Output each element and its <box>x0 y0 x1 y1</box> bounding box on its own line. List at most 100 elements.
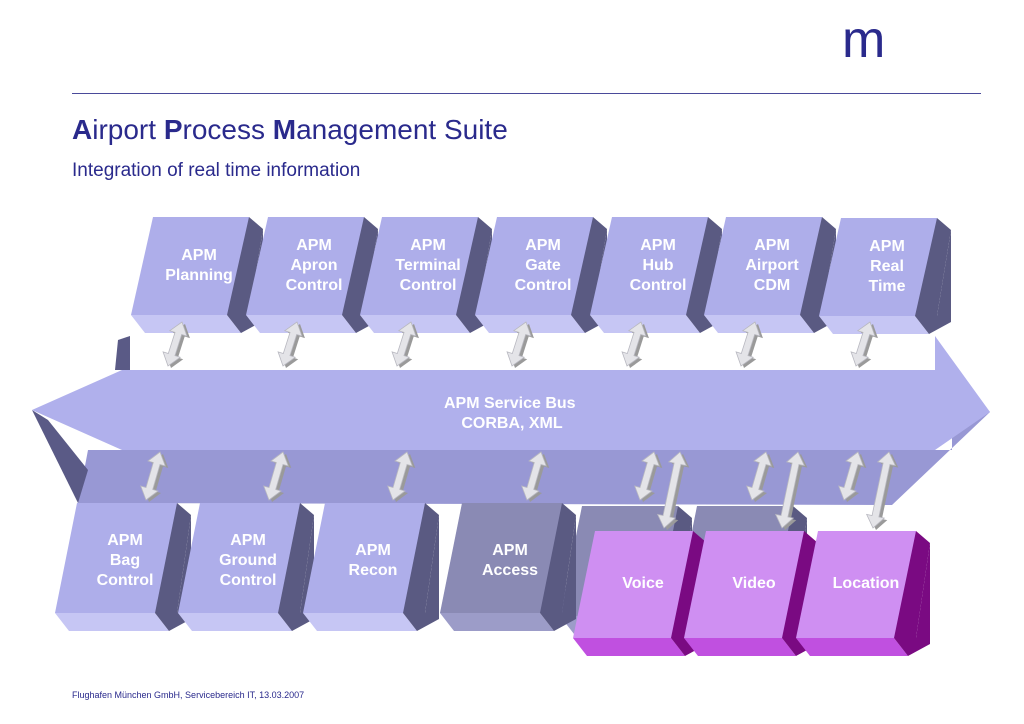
bottom-module-1-bottom-face <box>55 613 169 631</box>
top-module-1-bottom-face <box>131 315 241 333</box>
media-connector-arrow-3-body <box>865 451 897 529</box>
bottom-connector-arrow-7 <box>838 451 867 502</box>
title-initial-a: A <box>72 114 93 145</box>
media-connector-arrow-2 <box>774 451 808 530</box>
top-module-2-label-line-3: Control <box>286 277 343 294</box>
bottom-module-4-label-line-2: Access <box>482 562 538 579</box>
top-module-3-label-line-2: Terminal <box>395 257 461 274</box>
bottom-connector-arrow-5 <box>634 451 663 502</box>
top-module-3-label-line-1: APM <box>410 237 446 254</box>
bus-front-face <box>32 336 990 450</box>
bottom-module-3-label-line-1: APM <box>355 542 391 559</box>
top-module-6-label-line-3: CDM <box>754 277 790 294</box>
media-connector-arrow-3 <box>865 451 899 530</box>
footer-text: Flughafen München GmbH, Servicebereich I… <box>72 690 305 700</box>
media-module-1-label-line-1: Voice <box>622 575 664 592</box>
top-module-2-label-line-1: APM <box>296 237 332 254</box>
bottom-module-2-label-line-1: APM <box>230 532 266 549</box>
bottom-module-3-label: APM Recon <box>349 542 398 579</box>
title-initial-m: M <box>272 114 297 145</box>
bottom-connector-arrow-4 <box>521 451 550 502</box>
bottom-module-2-front-face <box>178 503 300 613</box>
top-module-7-edge-face <box>915 230 951 334</box>
top-module-2-front-face <box>246 217 364 315</box>
bottom-module-3-edge-face <box>403 515 439 631</box>
top-connector-arrow-7 <box>850 321 878 368</box>
media-module-1-label: Voice <box>622 575 664 592</box>
bottom-module-2-label-line-3: Control <box>220 572 277 589</box>
top-module-7-label-line-3: Time <box>868 278 905 295</box>
bus-left-dark-face <box>32 410 88 503</box>
bottom-module-3: APM Recon <box>303 503 439 631</box>
media-module-1: Voice <box>573 531 707 656</box>
top-module-2-bottom-face <box>246 315 356 333</box>
bottom-connector-arrow-7-body <box>838 451 864 501</box>
bottom-module-1-front-face <box>55 503 177 613</box>
bottom-connector-arrow-6 <box>746 451 775 502</box>
top-module-3-bottom-face <box>360 315 470 333</box>
media-module-3-label-line-1: Location <box>833 575 900 592</box>
top-connector-arrow-4-body <box>506 321 532 367</box>
bottom-module-4-bottom-face <box>440 613 554 631</box>
top-connector-arrow-3-body <box>391 321 417 367</box>
top-module-6-label-line-1: APM <box>754 237 790 254</box>
bus-label: APM Service Bus CORBA, XML <box>444 395 580 432</box>
top-module-4-bottom-face <box>475 315 585 333</box>
bottom-connector-arrow-5-body <box>634 451 660 501</box>
top-connector-arrow-2-body <box>277 321 303 367</box>
top-module-1-label-line-2: Planning <box>165 267 233 284</box>
top-module-5-label-line-1: APM <box>640 237 676 254</box>
top-connector-arrow-1-body <box>162 321 188 367</box>
top-module-6-label-line-2: Airport <box>745 257 799 274</box>
title-initial-p: P <box>163 114 183 145</box>
top-module-5-label-line-2: Hub <box>642 257 673 274</box>
bottom-connector-arrow-2-body <box>263 451 289 501</box>
top-connector-arrow-6-body <box>735 321 761 367</box>
title-part-process: rocess <box>182 114 273 145</box>
page-title: Airport Process Management Suite <box>72 114 508 146</box>
bottom-connector-arrow-1 <box>140 451 169 502</box>
top-connector-arrow-3 <box>391 321 419 368</box>
top-module-7-label-line-1: APM <box>869 238 905 255</box>
top-connector-arrow-2 <box>277 321 305 368</box>
top-module-2-label-line-2: Apron <box>290 257 337 274</box>
top-module-5-label-line-3: Control <box>630 277 687 294</box>
top-module-4-label-line-3: Control <box>515 277 572 294</box>
top-connector-arrow-7-body <box>850 321 876 367</box>
top-module-6-bottom-face <box>704 315 814 333</box>
media-connector-arrow-2-body <box>774 451 806 529</box>
top-module-7-front-face <box>819 218 937 316</box>
top-module-3-front-face <box>360 217 478 315</box>
top-connector-arrow-5 <box>621 321 649 368</box>
bottom-module-3-label-line-2: Recon <box>349 562 398 579</box>
media-connector-arrow-1 <box>656 451 690 530</box>
top-connector-arrow-4 <box>506 321 534 368</box>
top-connector-arrow-1 <box>162 321 190 368</box>
top-module-3-label-line-3: Control <box>400 277 457 294</box>
top-module-5-front-face <box>590 217 708 315</box>
bottom-connector-arrow-1-body <box>140 451 166 501</box>
top-module-1-front-face <box>131 217 249 315</box>
top-module-4-label-line-2: Gate <box>525 257 561 274</box>
bottom-module-3-bottom-face <box>303 613 417 631</box>
top-module-4-label-line-1: APM <box>525 237 561 254</box>
bottom-module-1-label-line-3: Control <box>97 572 154 589</box>
media-module-1-front-face <box>573 531 693 638</box>
bottom-connector-arrow-6-body <box>746 451 772 501</box>
bottom-module-4-edge-face <box>540 515 576 631</box>
top-module-1-label-line-1: APM <box>181 247 217 264</box>
media-connector-arrow-1-body <box>656 451 688 529</box>
